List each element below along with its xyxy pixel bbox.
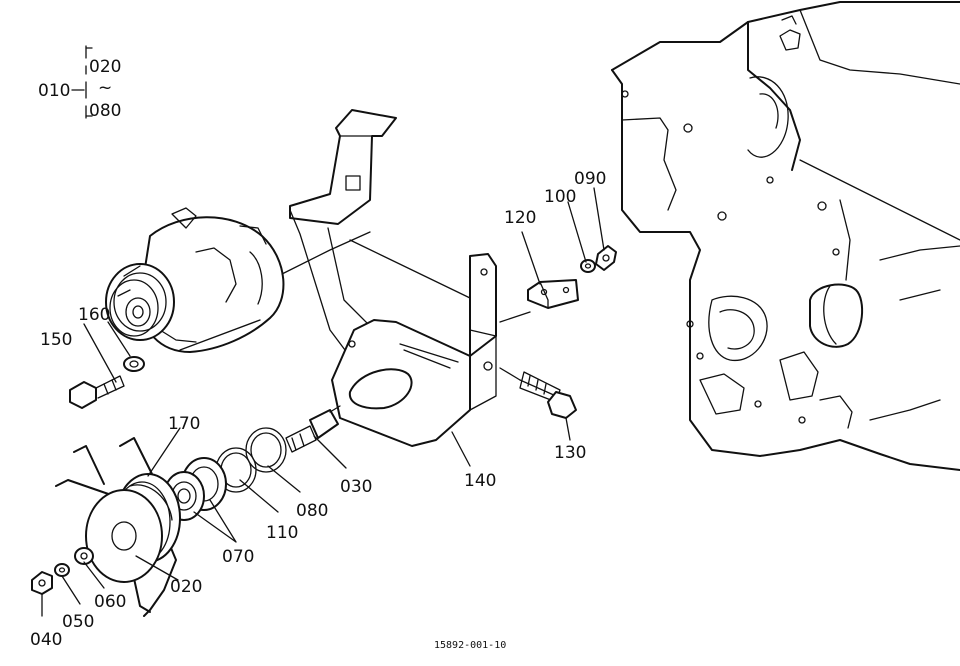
callout-150: 150 [40,330,72,350]
leader-lines [41,187,605,617]
nut-090 [595,245,617,271]
label-range-sep: ~ [98,78,112,98]
center-line-2 [179,319,261,351]
callout-110: 110 [266,523,298,543]
assembly-legend: 010 020 ~ 080 [38,45,121,121]
washer-100 [580,259,596,273]
label-020-start: 020 [89,57,121,77]
callout-120: 120 [504,208,536,228]
nut-040 [31,571,53,595]
washer-050 [54,563,70,577]
callout-170: 170 [168,414,200,434]
callout-160: 160 [78,305,110,325]
callout-130: 130 [554,443,586,463]
callout-140: 140 [464,471,496,491]
callout-050: 050 [62,612,94,632]
label-010: 010 [38,81,70,101]
callout-070: 070 [222,547,254,567]
shaft-030 [285,405,341,453]
washer-060 [74,547,94,565]
callout-080: 080 [296,501,328,521]
washer-160 [123,356,145,372]
callout-060: 060 [94,592,126,612]
callout-020: 020 [170,577,202,597]
spacer-120 [527,279,579,309]
figure-code: 15892-001-10 [434,640,506,651]
pulley-020 [55,437,181,617]
label-080-end: 080 [89,101,121,121]
callout-090: 090 [574,169,606,189]
bolt-150 [69,375,125,409]
bracket-140 [331,253,497,447]
center-line [281,231,371,275]
callout-100: 100 [544,187,576,207]
engine-block [611,1,960,471]
bolt-130 [519,371,577,419]
callout-040: 040 [30,630,62,650]
callout-030: 030 [340,477,372,497]
callouts: 170 150 160 120 100 090 130 140 030 080 … [30,169,606,650]
circlip-080 [245,427,287,473]
alternator [105,207,285,353]
